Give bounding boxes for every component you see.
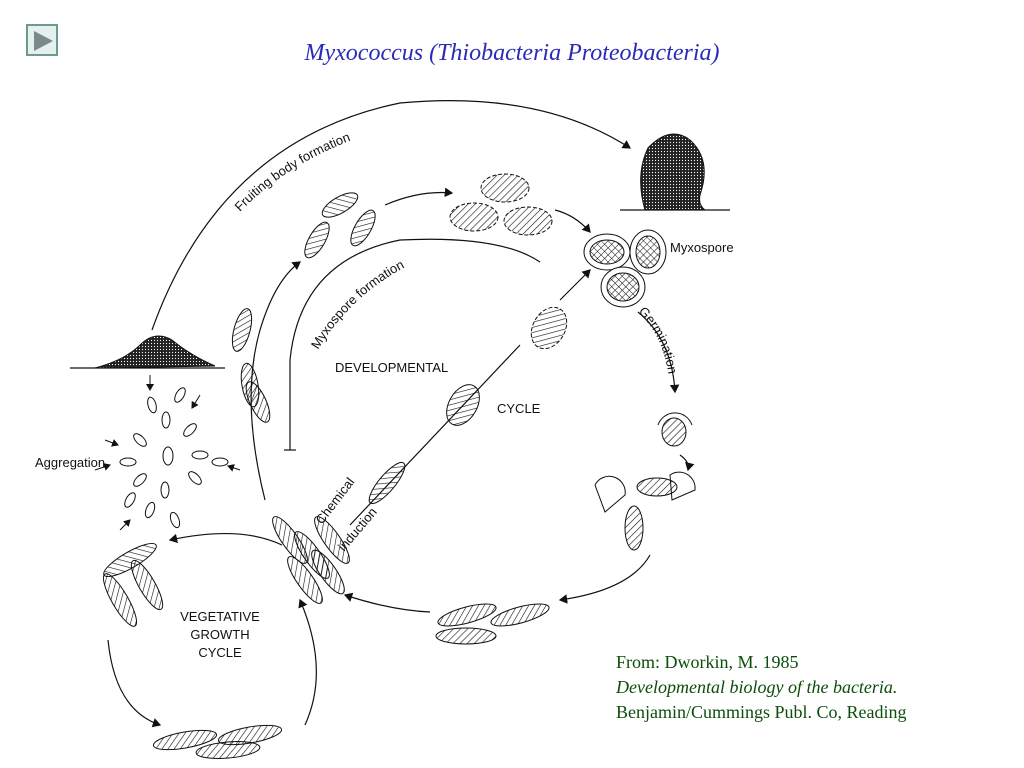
cycle-label: CYCLE — [497, 401, 541, 416]
developmental-label: DEVELOPMENTAL — [335, 360, 448, 375]
vegetative-label: VEGETATIVE — [180, 609, 260, 624]
induction-label: induction — [335, 504, 380, 553]
myxospore-formation-label: Myxospore formation — [308, 257, 407, 352]
developmental-arrow-left — [250, 261, 301, 501]
page-title: Myxococcus (Thiobacteria Proteobacteria) — [304, 40, 720, 66]
citation: From: Dworkin, M. 1985 Developmental bio… — [616, 650, 907, 725]
emerging-cells — [594, 471, 696, 551]
chemical-label: Chemical — [312, 475, 357, 527]
fruiting-body-arrow — [151, 100, 632, 331]
citation-line-1: From: Dworkin, M. 1985 — [616, 652, 799, 672]
aggregation-mound-icon — [70, 335, 225, 369]
play-button[interactable] — [26, 24, 58, 56]
rod-cells-vegetative-left — [102, 542, 164, 627]
myxospore-label: Myxospore — [670, 240, 734, 255]
vegetative-cycle-label: CYCLE — [198, 645, 242, 660]
developmental-arc — [289, 238, 541, 450]
rod-cells-bottom-right — [435, 603, 550, 645]
citation-line-3: Benjamin/Cummings Publ. Co, Reading — [616, 702, 907, 722]
inducing-cells — [368, 306, 568, 505]
rod-cells-cluster — [272, 516, 350, 604]
fruiting-body-icon — [620, 133, 730, 211]
rod-cells-vegetative-bottom — [152, 724, 283, 759]
forming-spores — [449, 173, 553, 236]
aggregation-label: Aggregation — [35, 455, 105, 470]
rod-cells-column — [231, 308, 271, 423]
myxospore-cluster — [583, 229, 667, 308]
citation-line-2: Developmental biology of the bacteria. — [616, 677, 898, 697]
aggregation-star — [119, 387, 229, 529]
germination-label: Germination — [636, 304, 680, 375]
rod-cells-top — [304, 192, 376, 259]
growth-label: GROWTH — [190, 627, 249, 642]
play-triangle-icon — [34, 31, 53, 51]
germinating-spore — [657, 412, 693, 447]
